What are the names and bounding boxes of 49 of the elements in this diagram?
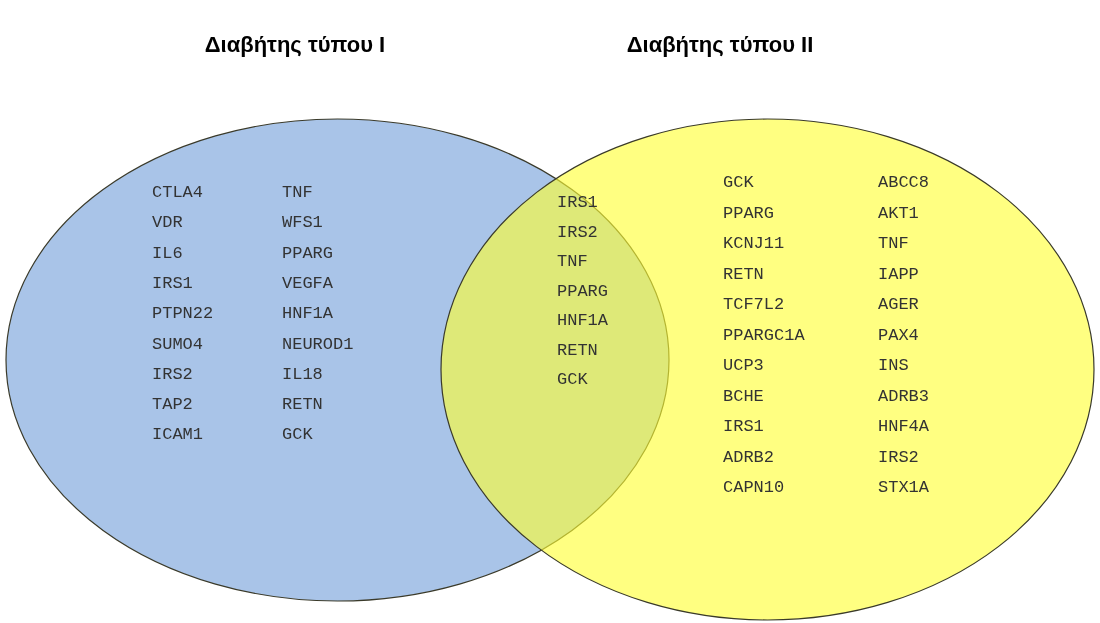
gene-label: ABCC8 [878,172,929,194]
gene-label: TNF [282,182,313,204]
gene-label: UCP3 [723,355,764,377]
gene-label: GCK [282,424,313,447]
gene-label: AGER [878,294,919,316]
gene-label: PPARG [557,280,608,303]
gene-label: CAPN10 [723,477,785,499]
gene-label: KCNJ11 [723,233,785,255]
gene-label: TNF [878,233,909,255]
gene-label: HNF1A [557,310,608,332]
gene-label: PTPN22 [152,303,214,326]
gene-label: RETN [557,339,598,362]
gene-label: IL18 [282,363,323,386]
gene-label: STX1A [878,477,929,499]
gene-label: IRS2 [557,221,598,244]
gene-label: ADRB2 [723,446,774,469]
gene-label: PPARGC1A [723,324,805,347]
gene-label: VEGFA [282,272,333,295]
gene-label: PPARG [282,242,333,265]
gene-label: ICAM1 [152,424,203,447]
gene-label: IRS2 [878,446,919,469]
gene-label: SUMO4 [152,333,203,356]
gene-label: ADRB3 [878,385,929,408]
gene-label: IL6 [152,242,183,265]
gene-label: CTLA4 [152,182,203,204]
gene-label: IRS2 [152,363,193,386]
gene-label: HNF4A [878,416,929,438]
gene-label: IRS1 [557,192,598,214]
gene-label: RETN [282,394,323,417]
gene-label: NEUROD1 [282,333,354,356]
gene-label: RETN [723,263,764,286]
gene-label: TCF7L2 [723,294,785,316]
gene-label: GCK [557,369,588,391]
gene-label: IAPP [878,263,919,286]
gene-label: PPARG [723,202,774,225]
gene-label: WFS1 [282,212,323,235]
gene-label: INS [878,355,909,377]
gene-label: PAX4 [878,324,919,347]
gene-label: AKT1 [878,202,919,225]
gene-label: HNF1A [282,303,333,326]
gene-label: TAP2 [152,394,193,417]
gene-label: TNF [557,251,588,273]
gene-label: VDR [152,212,183,235]
gene-label: IRS1 [152,272,193,295]
set-heading: Διαβήτης τύπου II [625,31,815,59]
gene-label: GCK [723,172,754,194]
gene-label: IRS1 [723,416,764,438]
set-heading: Διαβήτης τύπου I [203,31,387,59]
gene-label: BCHE [723,385,764,408]
